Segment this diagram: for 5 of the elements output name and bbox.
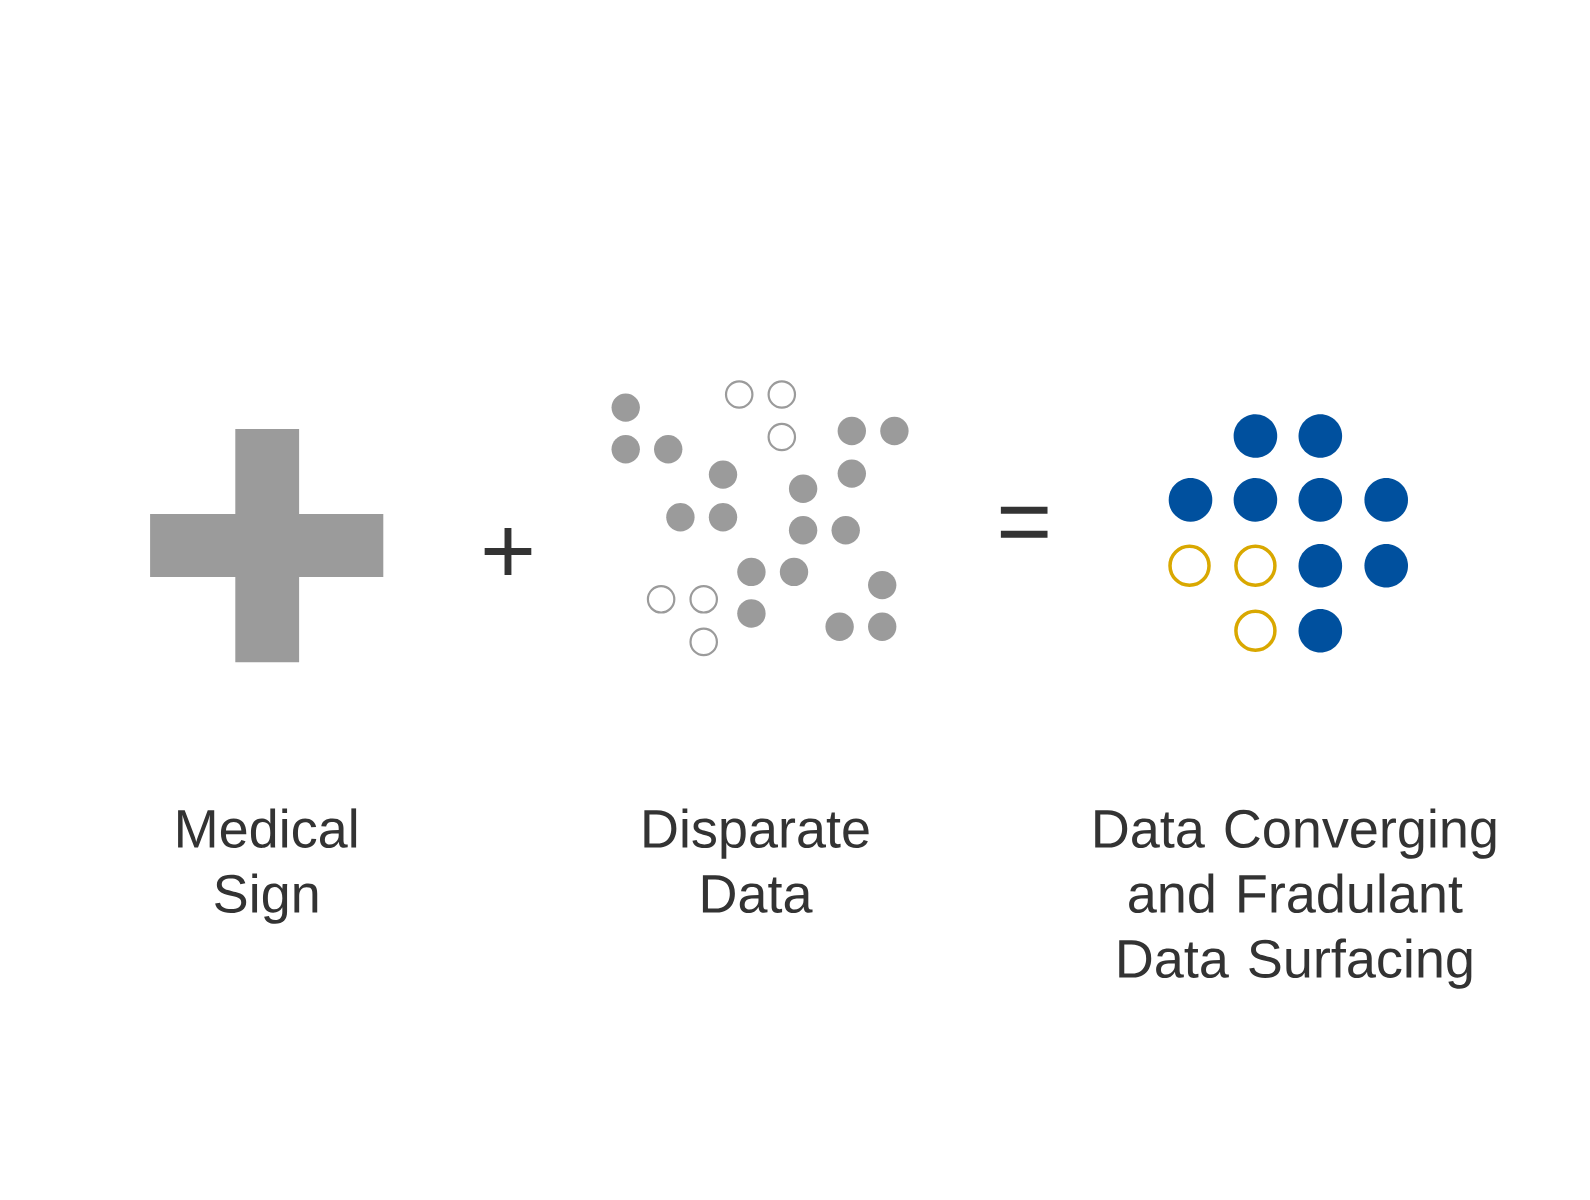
caption: Data Converging and Fradulant Data Surfacing xyxy=(1095,808,1496,989)
plus-sign: + xyxy=(484,528,532,575)
caption: Medical Sign xyxy=(178,808,357,924)
caption: Disparate Data xyxy=(644,808,869,914)
equals-sign: = xyxy=(1000,506,1048,538)
